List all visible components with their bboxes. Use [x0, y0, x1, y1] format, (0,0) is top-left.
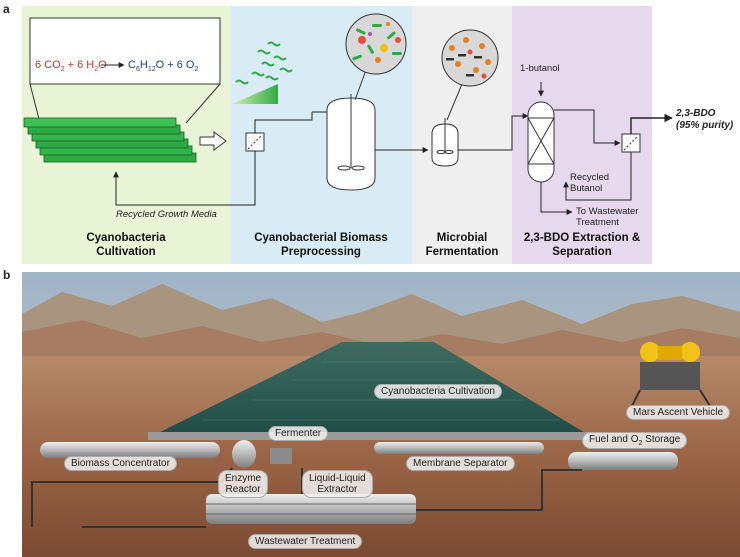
hydrolysis-reactor: [326, 94, 376, 191]
wastewater-line2: Treatment: [576, 216, 619, 228]
stage-title-preprocessing-line2: Preprocessing: [281, 245, 361, 258]
biomass-strands-icon: [235, 41, 293, 85]
equation-products: C6H12O + 6 O2: [128, 59, 198, 73]
fuel-storage-text-b: Storage: [642, 434, 681, 445]
product-label: 2,3-BDO (95% purity): [676, 108, 733, 131]
fuel-storage-subscript: 2: [638, 440, 643, 447]
stage-title-cultivation-line2: Cultivation: [96, 245, 156, 258]
lle-line1: Liquid-Liquid: [309, 473, 366, 484]
recycle-growth-media-line: [113, 151, 256, 206]
tag-biomass-concentrator: Biomass Concentrator: [64, 456, 177, 471]
wastewater-line: [540, 182, 573, 215]
extraction-column: [527, 101, 555, 183]
lle-line2: Extractor: [317, 484, 358, 495]
biomass-concentrator-tank: [40, 442, 220, 458]
recycled-butanol-label: Recycled Butanol: [570, 172, 610, 195]
stage-title-fermentation-line1: Microbial: [436, 232, 488, 244]
process-flow-diagram: 6 CO2 + 6 H2O C6H12O + 6 O2: [23, 13, 673, 215]
recycled-butanol-line1: Recycled: [570, 172, 610, 183]
tag-liquid-liquid-extractor: Liquid-Liquid Extractor: [302, 470, 373, 498]
stage-title-fermentation-line2: Fermentation: [425, 245, 499, 258]
tag-mars-ascent-vehicle: Mars Ascent Vehicle: [626, 405, 731, 420]
product-output-line: [630, 113, 673, 134]
mars-ascent-vehicle: [631, 342, 711, 407]
hollow-arrow-icon: [199, 131, 227, 151]
microbe-zoom-circle-1: [345, 13, 407, 75]
tag-wastewater-treatment: Wastewater Treatment: [248, 534, 363, 549]
cultivation-plates: [23, 117, 197, 163]
enzyme-reactor-line2: Reactor: [225, 484, 261, 495]
product-name: 2,3-BDO: [676, 108, 716, 119]
wastewater-label: To Wastewater Treatment: [576, 206, 639, 229]
product-purity: (95% purity): [676, 119, 734, 131]
butanol-input-label: 1-butanol: [520, 63, 560, 75]
tag-enzyme-reactor: Enzyme Reactor: [218, 470, 269, 498]
wastewater-treatment-unit: [206, 494, 416, 524]
wastewater-line1: To Wastewater: [576, 206, 639, 217]
tag-fuel-storage: Fuel and O2 Storage: [582, 432, 688, 449]
panel-b-label: b: [3, 268, 11, 282]
stage-title-separation-line2: Separation: [552, 245, 612, 258]
tag-cyanobacteria-cultivation: Cyanobacteria Cultivation: [374, 384, 502, 399]
butanol-input-text: 1-butanol: [520, 63, 560, 74]
stage-title-separation-line1: 2,3-BDO Extraction &: [523, 232, 641, 244]
equation-box: [29, 17, 221, 85]
membrane-separator-tank: [374, 442, 544, 454]
panel-a-label: a: [3, 2, 10, 16]
fermenter-unit: [232, 440, 292, 468]
fermenter-to-column-line: [458, 113, 529, 151]
fuel-storage-text-a: Fuel and O: [589, 434, 639, 445]
fuel-storage-tank: [568, 452, 678, 470]
mars-base-rendering: Cyanobacteria Cultivation Mars Ascent Ve…: [22, 272, 740, 557]
tag-fermenter: Fermenter: [268, 426, 329, 441]
stage-title-preprocessing: Cyanobacterial Biomass Preprocessing: [230, 232, 412, 260]
stage-title-preprocessing-line1: Cyanobacterial Biomass: [254, 232, 388, 244]
microbe-zoom-circle-2: [441, 29, 499, 87]
fermenter-vessel: [431, 118, 459, 167]
recycled-butanol-line2: Butanol: [570, 182, 603, 194]
recycled-butanol-line: [563, 152, 632, 201]
stage-title-fermentation: Microbial Fermentation: [412, 232, 512, 260]
stage-title-separation: 2,3-BDO Extraction & Separation: [512, 232, 652, 260]
recycled-media-label: Recycled Growth Media: [116, 209, 217, 220]
light-gradient-wedge: [232, 84, 278, 104]
filter-to-reactor-line: [254, 112, 313, 133]
enzyme-reactor-line1: Enzyme: [225, 473, 262, 484]
tag-membrane-separator: Membrane Separator: [406, 456, 515, 471]
stage-title-cultivation-line1: Cyanobacteria: [86, 232, 166, 244]
stage-title-cultivation: Cyanobacteria Cultivation: [22, 232, 230, 260]
cultivation-field: [150, 342, 592, 437]
column-to-separator-line: [554, 109, 621, 146]
pipe-network: [31, 467, 582, 528]
